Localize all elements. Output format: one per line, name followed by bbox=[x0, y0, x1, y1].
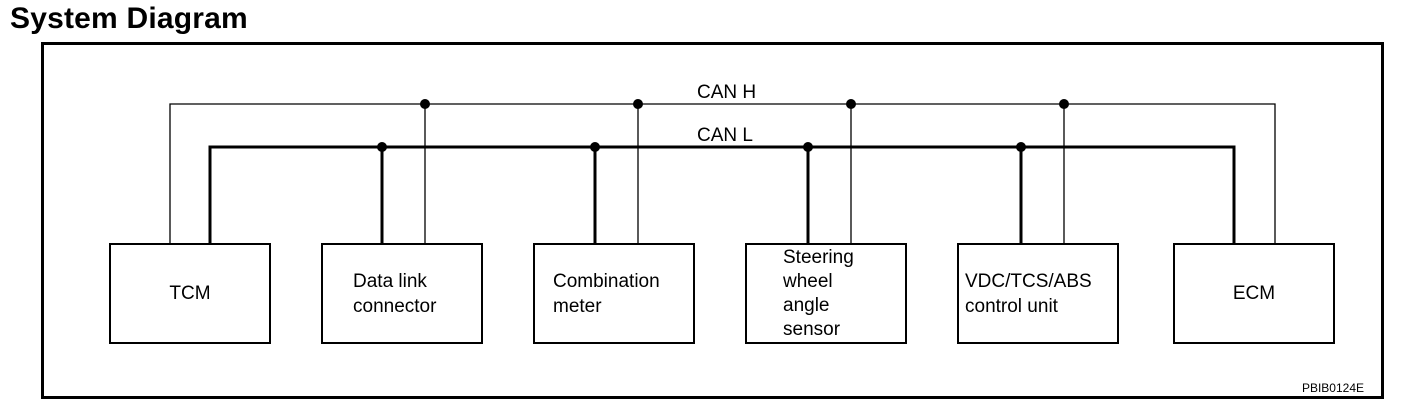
module-label: ECM bbox=[1232, 283, 1276, 304]
can-l-junction bbox=[803, 142, 813, 152]
module-label: TCM bbox=[169, 283, 211, 304]
figure-code: PBIB0124E bbox=[1301, 381, 1364, 395]
module-label: Combination meter bbox=[553, 270, 660, 317]
can-h-label: CAN H bbox=[697, 82, 757, 103]
can-l-junction bbox=[1016, 142, 1026, 152]
module-box-ecm: ECM bbox=[1173, 243, 1335, 344]
can-h-line bbox=[169, 103, 1276, 243]
module-box-steering-wheel-angle-sensor: Steering wheel angle sensor bbox=[745, 243, 907, 344]
module-label: Steering wheel angle sensor bbox=[783, 246, 854, 340]
can-h-trunk bbox=[169, 103, 1276, 243]
module-label: VDC/TCS/ABS control unit bbox=[965, 270, 1092, 317]
can-l-line bbox=[208, 145, 1236, 243]
can-l-junction bbox=[590, 142, 600, 152]
can-h-junctions bbox=[420, 99, 1069, 109]
module-box-data-link-connector: Data link connector bbox=[321, 243, 483, 344]
diagram-title: System Diagram bbox=[10, 2, 248, 35]
can-l-trunk bbox=[208, 145, 1236, 243]
can-l-junction bbox=[377, 142, 387, 152]
module-box-combination-meter: Combination meter bbox=[533, 243, 695, 344]
can-h-junction bbox=[420, 99, 430, 109]
module-box-vdc-tcs-abs-control-unit: VDC/TCS/ABS control unit bbox=[957, 243, 1119, 344]
can-l-label: CAN L bbox=[697, 125, 753, 146]
can-h-junction bbox=[846, 99, 856, 109]
module-box-tcm: TCM bbox=[109, 243, 271, 344]
can-h-junction bbox=[633, 99, 643, 109]
can-l-junctions bbox=[377, 142, 1026, 152]
can-h-junction bbox=[1059, 99, 1069, 109]
module-label: Data link connector bbox=[353, 270, 437, 317]
diagram-frame bbox=[41, 42, 1384, 399]
